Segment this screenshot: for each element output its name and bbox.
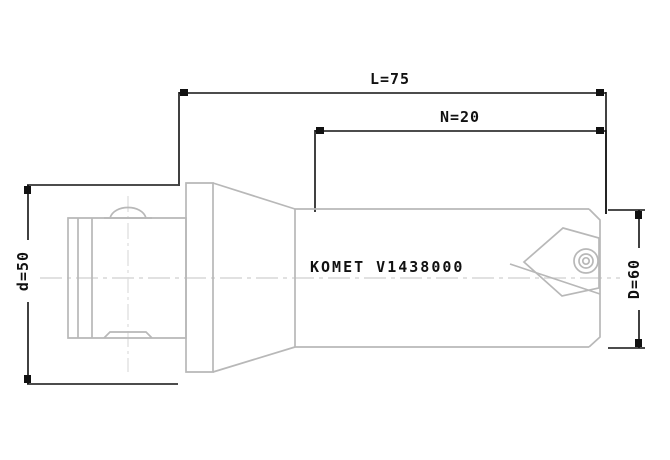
dim-tick-left-N — [316, 127, 324, 134]
taper-transition-top — [212, 182, 296, 210]
dim-label-bg-D — [629, 248, 649, 310]
dimension-body-diameter: D=60 — [608, 209, 649, 349]
dimension-overall-length: L=75 — [178, 68, 607, 214]
dim-label-shank-diameter: d=50 — [14, 251, 32, 291]
dim-tick-right-N — [596, 127, 604, 134]
shank-bottom-notch — [103, 331, 153, 339]
dim-label-head-length: N=20 — [440, 108, 480, 126]
dim-label-body-diameter: D=60 — [625, 259, 643, 299]
cutting-insert — [522, 227, 600, 297]
shank-dome-key — [104, 206, 152, 219]
dim-label-bg-L — [357, 68, 423, 88]
insert-clamp-screw-inner — [578, 253, 594, 269]
insert-clamp-screw — [573, 248, 599, 274]
dim-tick-bottom-d — [24, 375, 31, 383]
dim-label-overall-length: L=75 — [370, 70, 410, 88]
insert-clamp-screw-core — [581, 256, 591, 266]
dimension-head-length: N=20 — [314, 106, 607, 214]
dim-label-bg-N — [427, 106, 493, 126]
taper-transition-bottom — [212, 346, 296, 373]
part-number-label: KOMET V1438000 — [310, 258, 464, 276]
dim-tick-top-D — [635, 211, 642, 219]
chip-flute — [509, 263, 601, 295]
dimension-shank-diameter: d=50 — [14, 184, 178, 385]
head-end-face — [588, 208, 601, 348]
dim-tick-left-L — [180, 89, 188, 96]
dim-tick-bottom-D — [635, 339, 642, 347]
dim-label-bg-d — [18, 240, 38, 302]
dim-tick-top-d — [24, 186, 31, 194]
dim-tick-right-L — [596, 89, 604, 96]
